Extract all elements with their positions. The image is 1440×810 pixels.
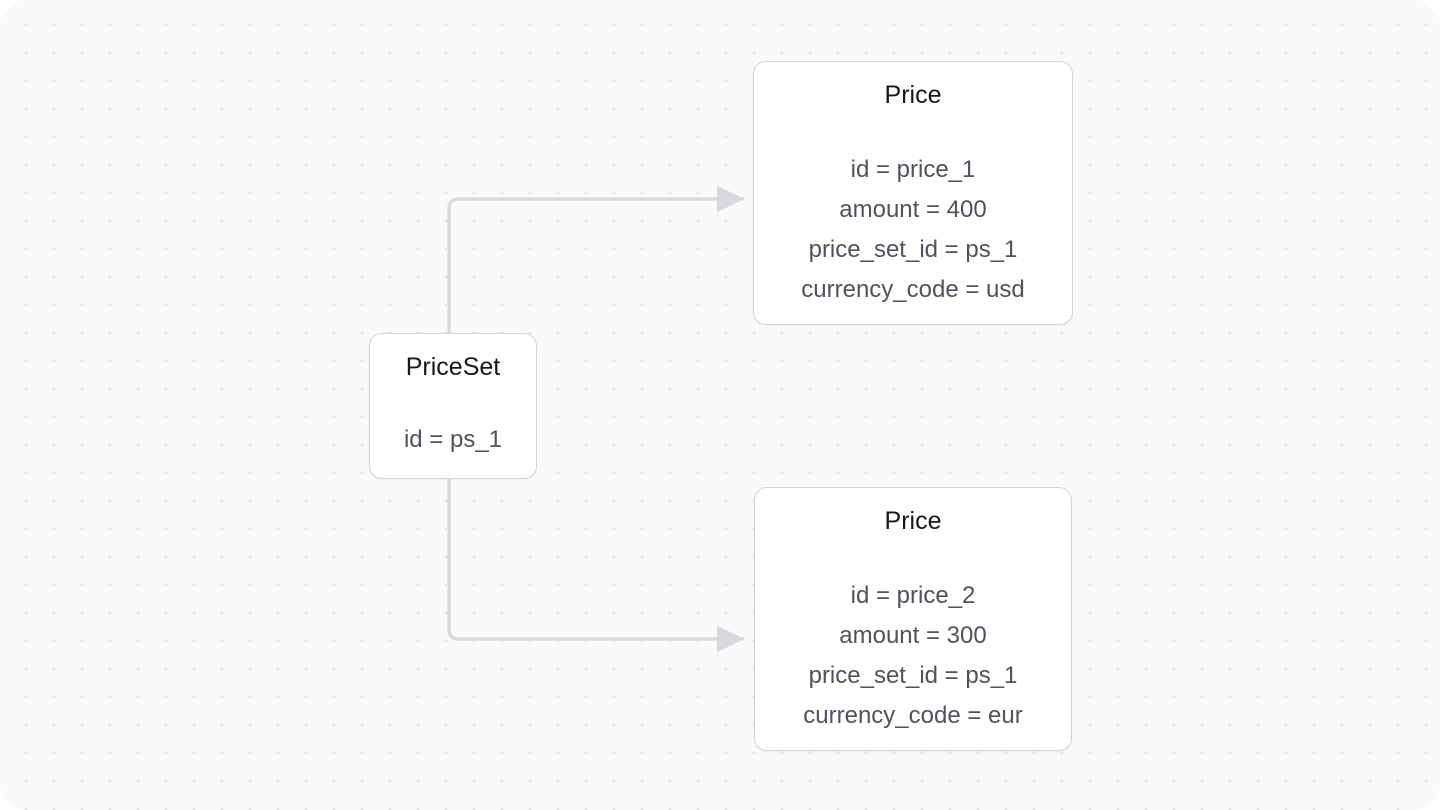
node-attribute: price_set_id = ps_1 bbox=[808, 662, 1018, 689]
node-attribute: id = price_1 bbox=[850, 156, 976, 183]
edge-priceset-to-price-2 bbox=[447, 479, 745, 653]
node-attributes: id = ps_1 bbox=[404, 420, 502, 460]
node-attributes: id = price_2 amount = 300 price_set_id =… bbox=[803, 576, 1022, 736]
node-attributes: id = price_1 amount = 400 price_set_id =… bbox=[801, 150, 1024, 310]
node-attribute: id = ps_1 bbox=[403, 426, 503, 453]
node-attribute: currency_code = eur bbox=[803, 702, 1023, 729]
node-attribute: amount = 300 bbox=[839, 622, 987, 649]
node-price-1[interactable]: Price id = price_1 amount = 400 price_se… bbox=[753, 61, 1073, 325]
node-title: PriceSet bbox=[405, 353, 501, 381]
node-title: Price bbox=[884, 81, 942, 109]
edge-priceset-to-price-1 bbox=[447, 185, 745, 333]
node-attribute: price_set_id = ps_1 bbox=[808, 236, 1018, 263]
node-attribute: currency_code = usd bbox=[801, 276, 1025, 303]
node-price-2[interactable]: Price id = price_2 amount = 300 price_se… bbox=[754, 487, 1072, 751]
node-title: Price bbox=[884, 507, 942, 535]
node-attribute: amount = 400 bbox=[839, 196, 987, 223]
node-priceset[interactable]: PriceSet id = ps_1 bbox=[369, 333, 537, 479]
node-attribute: id = price_2 bbox=[850, 582, 976, 609]
